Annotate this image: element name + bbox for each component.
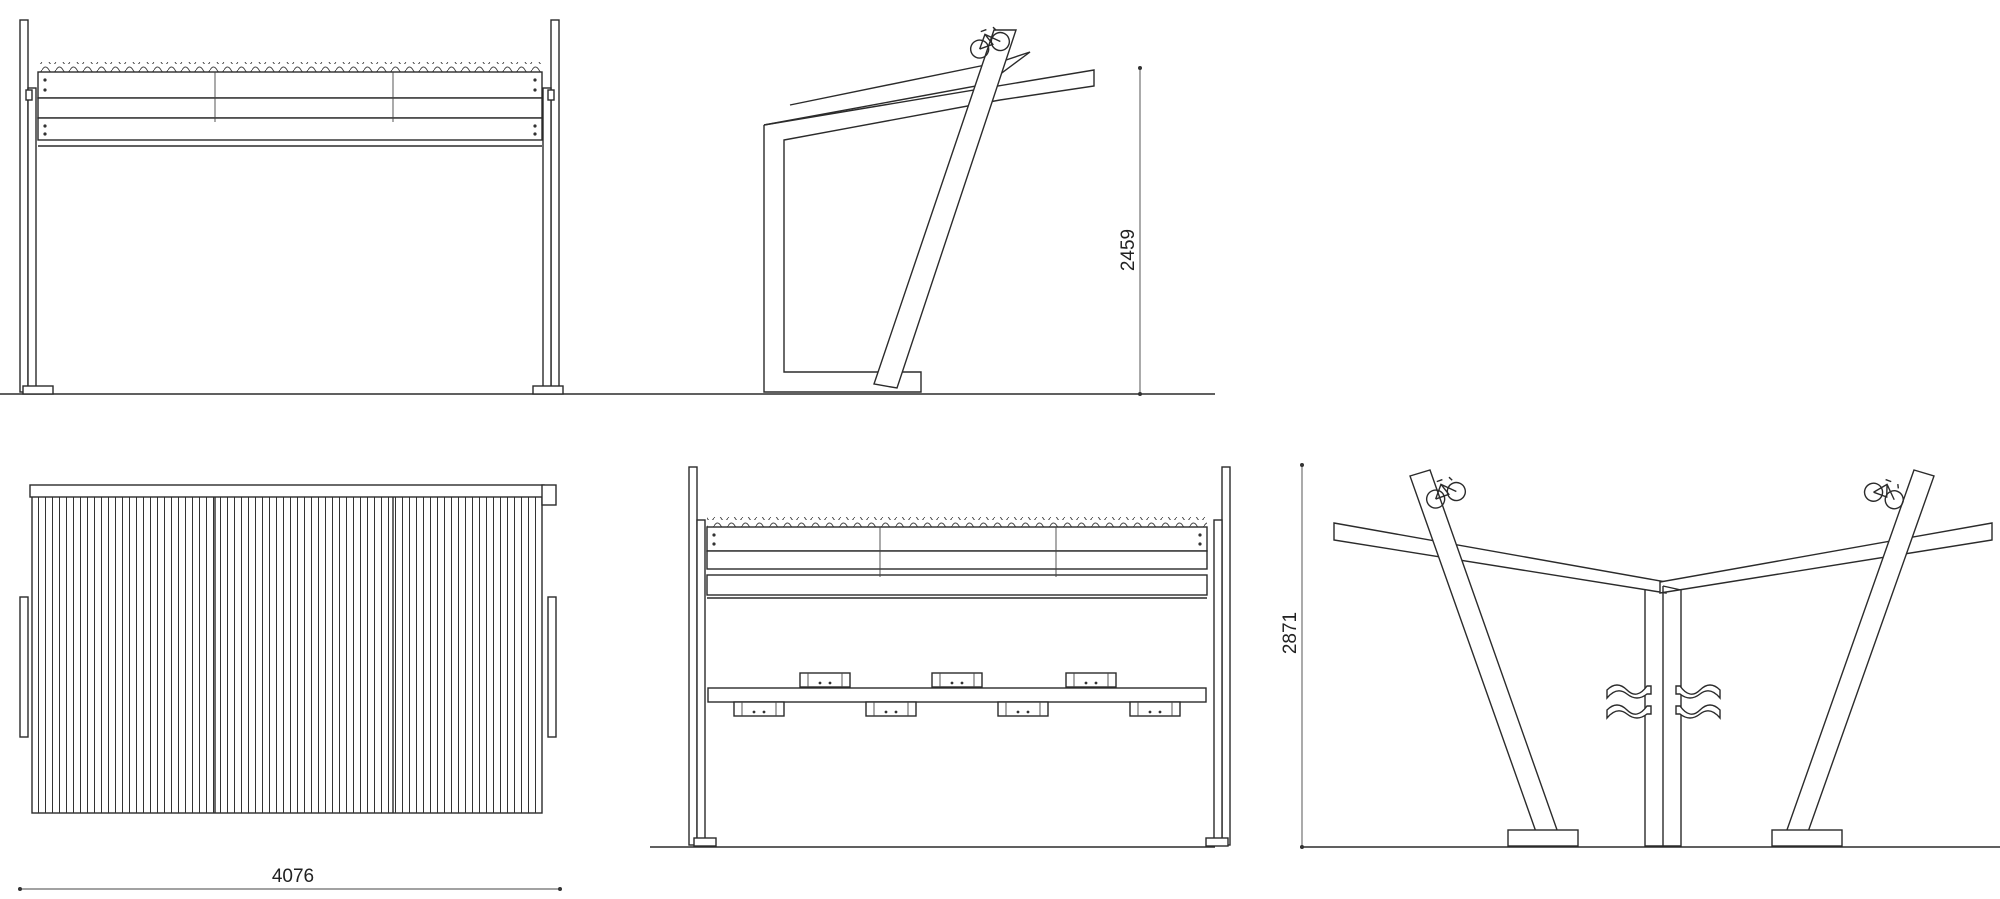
- wall-hook: [1606, 684, 1652, 700]
- width-label: 4076: [272, 866, 314, 887]
- front-elevation-view: [0, 19, 1215, 395]
- right-inclined-post: [1781, 469, 1935, 847]
- rack-rail: [707, 687, 1207, 703]
- roof-corrugation: [38, 62, 542, 72]
- side-elevation-double-view: 2871: [1280, 463, 2000, 849]
- side-elevation-single-view: 2459: [763, 22, 1142, 396]
- height-single-label: 2459: [1118, 229, 1139, 271]
- roof-corrugation-plan: [32, 495, 542, 813]
- upper-beam: [37, 71, 543, 99]
- inclined-post: [873, 29, 1017, 389]
- front-elevation-with-racks-view: [650, 466, 1231, 848]
- bike-emblem-icon-right: [1861, 473, 1909, 512]
- left-post: [19, 19, 29, 393]
- top-plan-view: 4076: [18, 484, 562, 891]
- height-double-label: 2871: [1280, 612, 1301, 654]
- left-inclined-post: [1409, 469, 1563, 847]
- right-post: [550, 19, 560, 393]
- right-roof-wing: [1659, 522, 1993, 594]
- left-roof-wing: [1333, 522, 1667, 594]
